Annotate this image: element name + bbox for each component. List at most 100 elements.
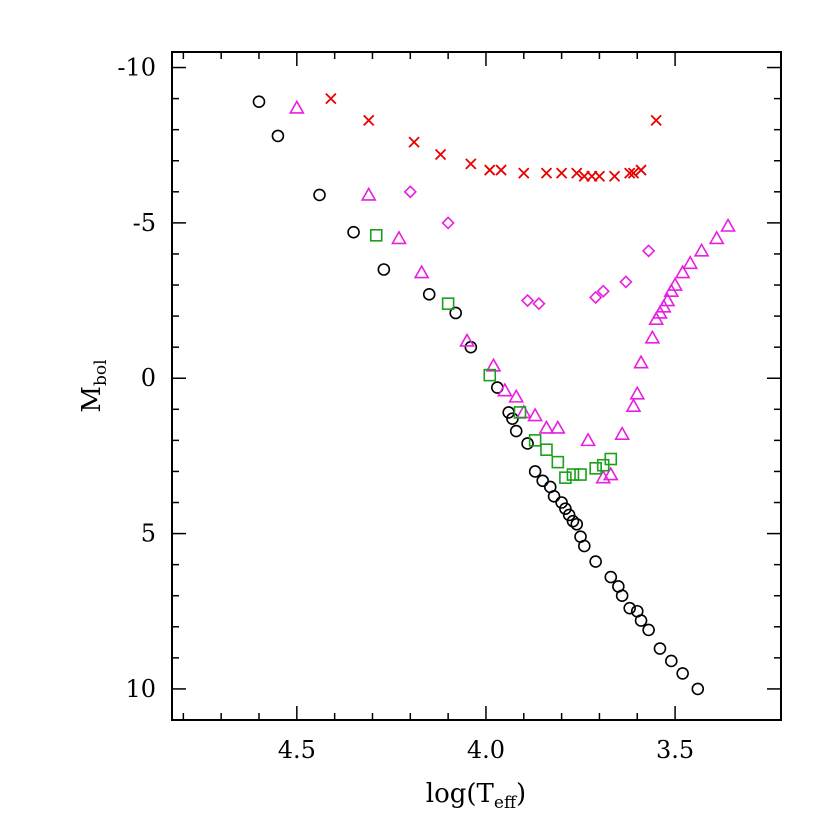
square-point bbox=[604, 452, 618, 466]
y-tick-label: -5 bbox=[133, 209, 156, 237]
circle-point bbox=[528, 465, 542, 478]
circle-point bbox=[615, 589, 629, 603]
y-axis-title-main: M bbox=[77, 386, 107, 413]
circle-point bbox=[562, 508, 576, 522]
x-point bbox=[363, 114, 375, 126]
triangle-point bbox=[720, 217, 736, 232]
circle-point bbox=[570, 517, 584, 531]
triangle-point bbox=[485, 357, 502, 372]
square-point bbox=[369, 229, 383, 242]
plot-frame bbox=[171, 51, 782, 721]
triangle-point bbox=[614, 426, 631, 440]
triangle-point bbox=[708, 230, 725, 245]
square-point bbox=[559, 471, 572, 484]
axis-ticks bbox=[172, 52, 781, 720]
circle-point bbox=[547, 489, 561, 503]
y-tick-label: 0 bbox=[141, 364, 156, 392]
x-point bbox=[408, 136, 420, 148]
circle-point bbox=[555, 496, 568, 509]
circle-point bbox=[422, 288, 436, 301]
circle-point bbox=[559, 502, 572, 516]
triangle-point bbox=[693, 242, 710, 257]
x-point bbox=[593, 170, 606, 182]
x-point bbox=[434, 148, 447, 161]
x-axis-title-close: ) bbox=[516, 779, 526, 809]
x-point bbox=[555, 167, 568, 179]
triangle-point bbox=[625, 398, 642, 412]
square-point bbox=[574, 468, 587, 481]
circle-point bbox=[252, 95, 266, 109]
triangle-point bbox=[674, 264, 691, 279]
x-point bbox=[608, 170, 621, 182]
series-circle bbox=[252, 95, 705, 696]
diamond-point bbox=[589, 290, 603, 305]
x-point bbox=[635, 164, 647, 176]
y-tick-label: 10 bbox=[125, 675, 156, 703]
circle-point bbox=[691, 682, 705, 696]
y-tick-label: -10 bbox=[117, 54, 156, 82]
square-point bbox=[540, 443, 553, 456]
triangle-point bbox=[360, 186, 377, 201]
x-point bbox=[627, 167, 640, 179]
circle-point bbox=[634, 614, 648, 627]
triangle-point bbox=[538, 419, 555, 434]
circle-point bbox=[377, 263, 391, 276]
x-point bbox=[518, 167, 530, 179]
diamond-point bbox=[641, 244, 656, 258]
diamond-point bbox=[596, 284, 610, 298]
triangle-point bbox=[496, 382, 513, 397]
x-tick-label: 4.0 bbox=[467, 736, 505, 764]
square-point bbox=[483, 368, 497, 382]
x-point bbox=[571, 167, 583, 179]
series-diamond bbox=[403, 185, 656, 311]
triangle-point bbox=[633, 354, 649, 369]
diamond-point bbox=[441, 216, 455, 230]
y-axis-title-sub: bol bbox=[91, 359, 111, 386]
square-point bbox=[528, 434, 542, 447]
triangle-point bbox=[659, 292, 676, 307]
circle-point bbox=[665, 654, 678, 668]
square-point bbox=[441, 297, 455, 310]
circle-point bbox=[676, 667, 689, 680]
series-x bbox=[325, 92, 662, 182]
triangle-point bbox=[527, 407, 544, 422]
circle-point bbox=[589, 555, 602, 568]
diamond-point bbox=[403, 185, 417, 199]
triangle-point bbox=[288, 99, 305, 114]
circle-point bbox=[578, 539, 591, 553]
circle-point bbox=[653, 642, 667, 655]
x-axis-title: log(Teff) bbox=[426, 779, 526, 813]
x-axis-title-main: log(T bbox=[426, 779, 495, 809]
triangle-point bbox=[682, 255, 699, 270]
diamond-point bbox=[520, 293, 535, 308]
x-tick-label: 4.5 bbox=[278, 736, 316, 764]
triangle-point bbox=[391, 230, 407, 245]
circle-point bbox=[449, 306, 462, 320]
diamond-point bbox=[532, 297, 546, 311]
square-point bbox=[589, 462, 602, 475]
y-axis-title: Mbol bbox=[77, 359, 111, 412]
data-points bbox=[252, 92, 736, 696]
circle-point bbox=[464, 340, 478, 354]
triangle-point bbox=[459, 332, 475, 347]
triangle-point bbox=[508, 388, 525, 403]
series-square bbox=[369, 229, 618, 484]
triangle-point bbox=[602, 466, 619, 481]
series-triangle bbox=[288, 99, 736, 484]
x-point bbox=[484, 164, 496, 176]
x-point bbox=[465, 158, 477, 170]
x-point bbox=[624, 167, 636, 179]
triangle-point bbox=[549, 419, 566, 434]
square-point bbox=[566, 468, 580, 481]
y-tick-label: 5 bbox=[141, 520, 156, 548]
circle-point bbox=[536, 474, 549, 488]
circle-point bbox=[347, 225, 360, 239]
circle-point bbox=[521, 437, 534, 450]
circle-point bbox=[623, 601, 636, 615]
square-point bbox=[551, 455, 565, 469]
x-axis-title-sub: eff bbox=[494, 793, 518, 813]
x-point bbox=[650, 114, 662, 126]
triangle-point bbox=[413, 264, 430, 279]
